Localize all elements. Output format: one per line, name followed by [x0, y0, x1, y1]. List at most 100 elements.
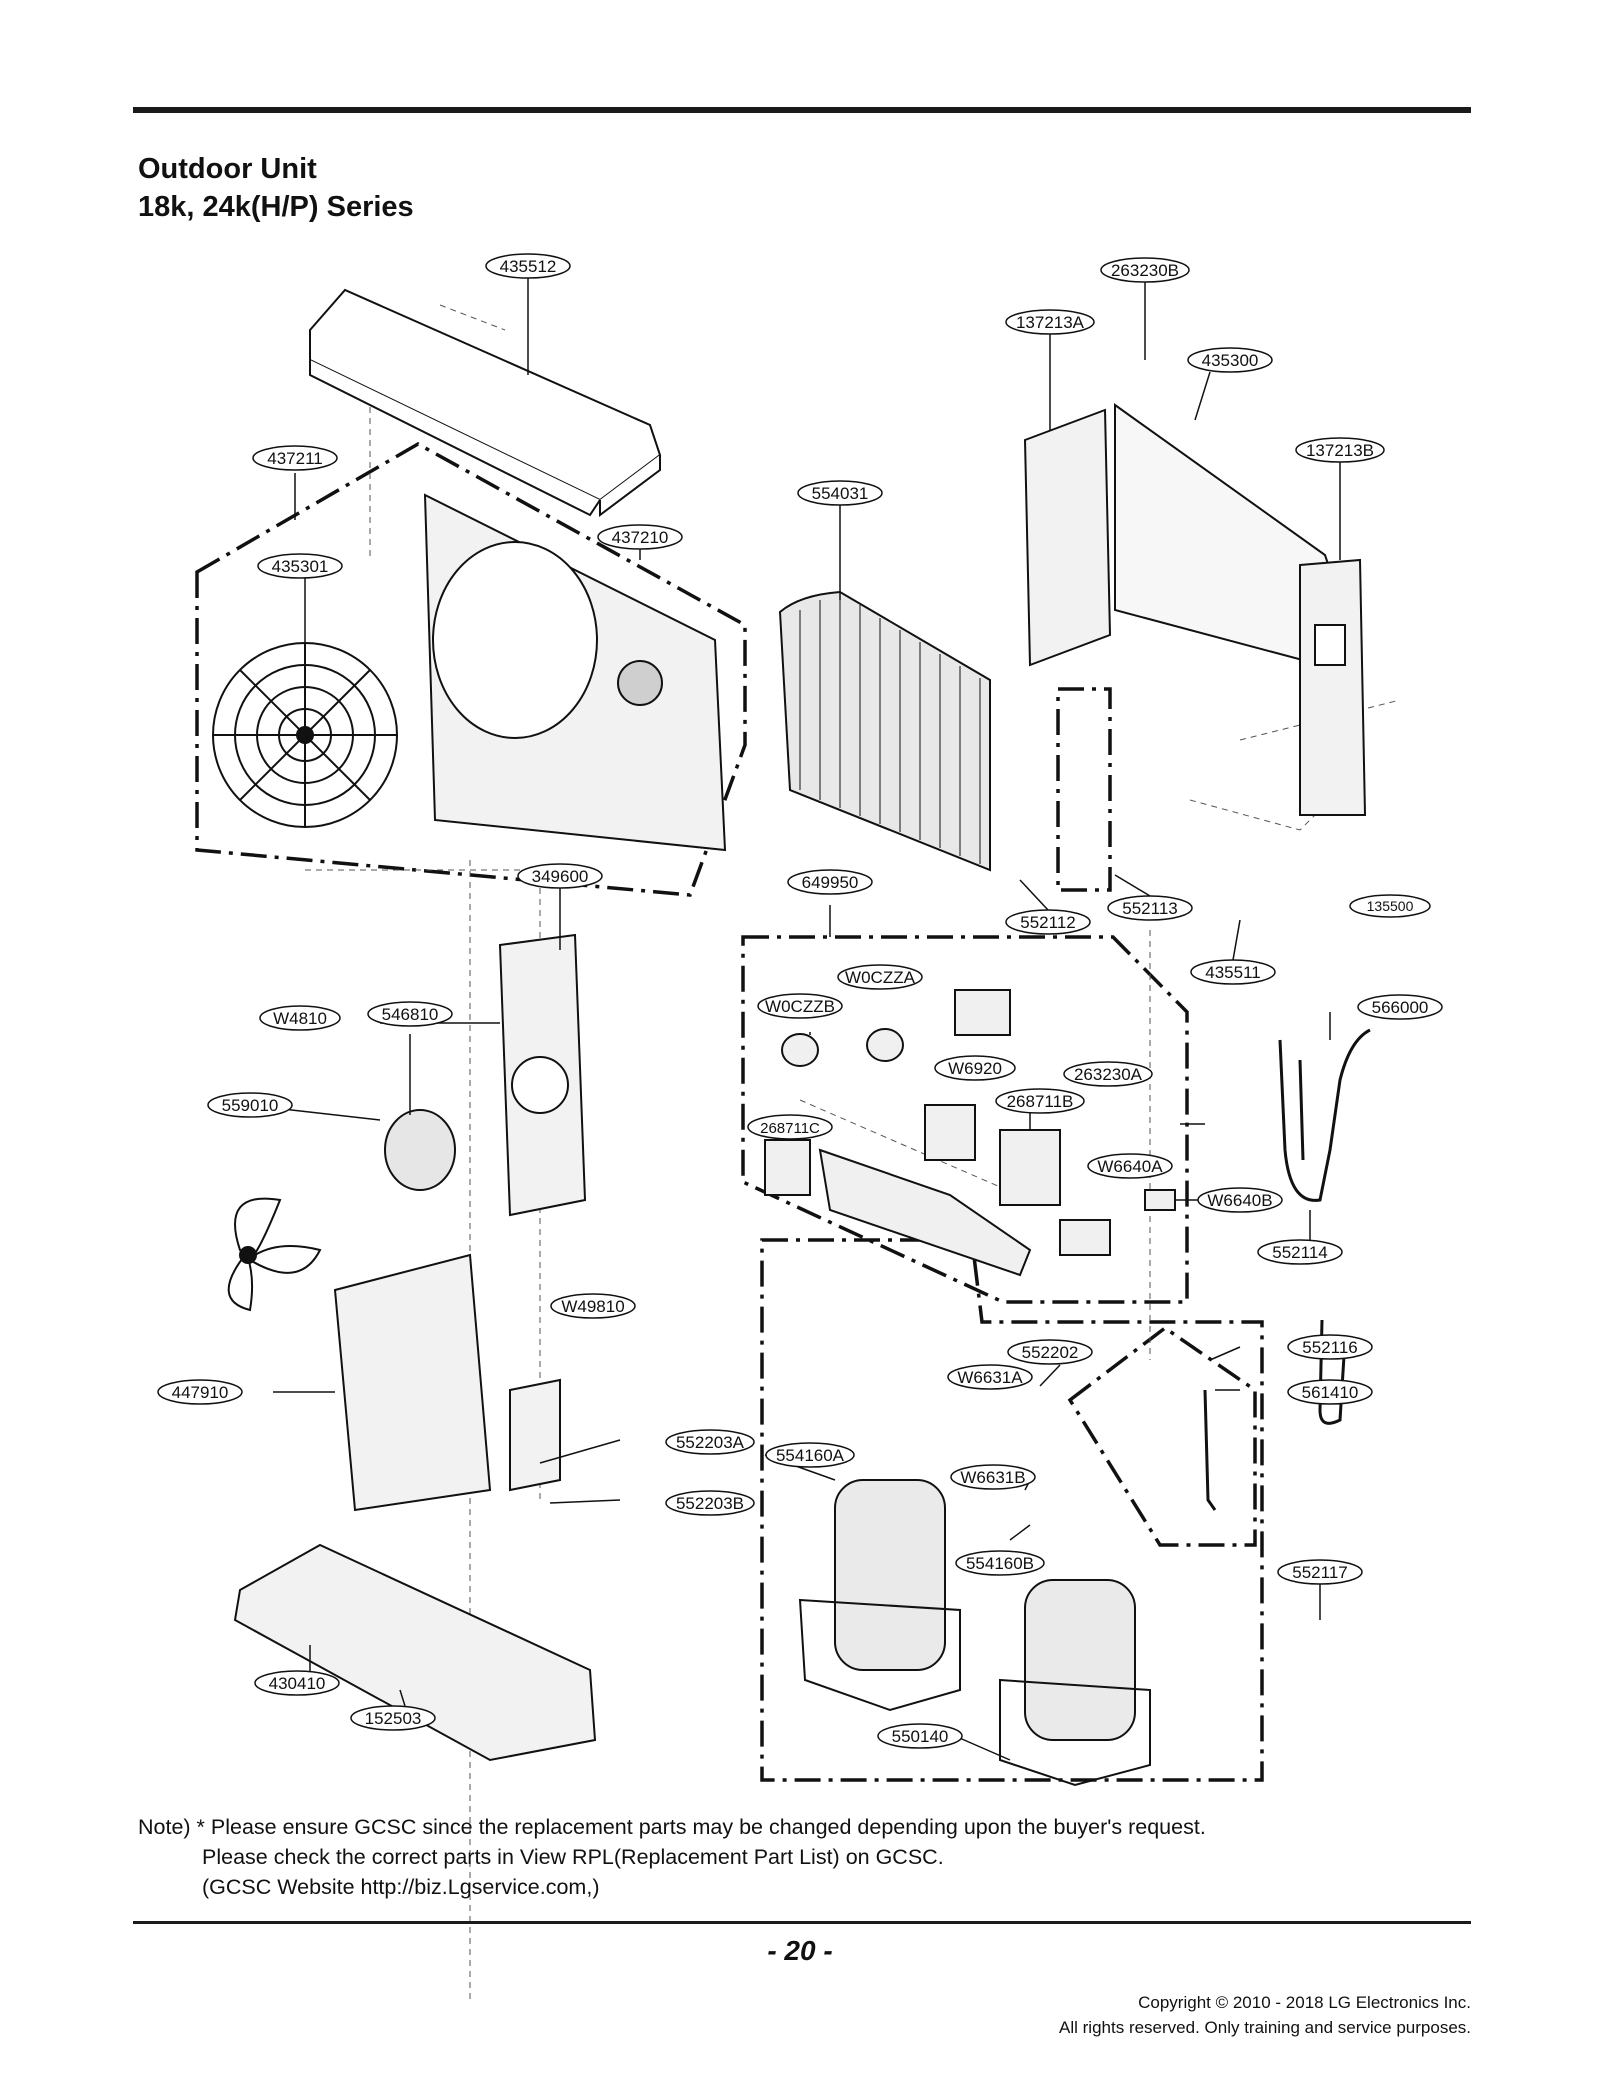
callout-554160A-text: 554160A: [776, 1446, 845, 1465]
callout-552117-text: 552117: [1292, 1563, 1347, 1582]
callout-W6640A-text: W6640A: [1097, 1157, 1163, 1176]
callout-137213B: 137213B: [1295, 437, 1385, 463]
callout-W6631A: W6631A: [947, 1364, 1033, 1390]
callout-649950-text: 649950: [802, 873, 859, 892]
callout-152503: 152503: [350, 1705, 436, 1731]
callout-552203A: 552203A: [665, 1429, 755, 1455]
callout-554160B-text: 554160B: [966, 1554, 1034, 1573]
callout-552116-text: 552116: [1302, 1338, 1357, 1357]
callout-552203B: 552203B: [665, 1490, 755, 1516]
copyright-line-1: Copyright © 2010 - 2018 LG Electronics I…: [1138, 1993, 1471, 2012]
callout-263230A: 263230A: [1063, 1061, 1153, 1087]
callout-447910-text: 447910: [172, 1383, 229, 1402]
callout-552202: 552202: [1007, 1339, 1093, 1365]
callout-552203A-text: 552203A: [676, 1433, 745, 1452]
top-rule: [133, 107, 1471, 113]
note-line-3: (GCSC Website http://biz.Lgservice.com,): [202, 1875, 600, 1899]
callout-263230B-text: 263230B: [1111, 261, 1179, 280]
callout-W0CZZA: W0CZZA: [837, 964, 923, 990]
callout-437211: 437211: [252, 445, 338, 471]
callout-W6640A: W6640A: [1087, 1153, 1173, 1179]
coupler-group-outline: [1067, 1325, 1257, 1547]
callout-435512: 435512: [485, 253, 571, 279]
callout-268711C-text: 268711C: [760, 1120, 820, 1137]
condenser-coil: [778, 590, 991, 872]
compressors: [798, 1479, 1151, 1787]
callout-W0CZZA-text: W0CZZA: [845, 968, 916, 987]
callout-268711C: 268711C: [747, 1114, 833, 1140]
motor-bracket: [498, 933, 587, 1217]
callout-W6920-text: W6920: [948, 1059, 1002, 1078]
callout-349600: 349600: [517, 863, 603, 889]
callout-550140-text: 550140: [892, 1727, 949, 1746]
callout-554031-text: 554031: [812, 484, 869, 503]
title-line-2: 18k, 24k(H/P) Series: [138, 191, 414, 223]
front-panel-group-outline: [195, 441, 747, 897]
callout-552112-text: 552112: [1020, 913, 1075, 932]
callout-263230A-text: 263230A: [1074, 1065, 1143, 1084]
callout-552203B-text: 552203B: [676, 1494, 744, 1513]
callout-W0CZZB-text: W0CZZB: [765, 997, 835, 1016]
replacement-note: Note) * Please ensure GCSC since the rep…: [138, 1812, 1206, 1902]
control-box-group-outline: [741, 935, 1189, 1304]
bottom-rule: [133, 1921, 1471, 1924]
base-pan-and-partition: [233, 1253, 597, 1762]
control-box-components: [764, 989, 1176, 1277]
callout-135500-text: 135500: [1367, 898, 1414, 914]
callout-552117: 552117: [1277, 1559, 1363, 1585]
page-title: Outdoor Unit 18k, 24k(H/P) Series: [138, 150, 414, 226]
callout-137213B-text: 137213B: [1306, 441, 1374, 460]
callout-435300-text: 435300: [1202, 351, 1259, 370]
front-grille: [212, 493, 727, 852]
callout-135500: 135500: [1349, 894, 1431, 918]
callout-W6631B-text: W6631B: [960, 1468, 1025, 1487]
callout-W4810: W4810: [259, 1005, 341, 1031]
fan-propeller-and-motor: [227, 1109, 456, 1312]
callout-550140: 550140: [877, 1723, 963, 1749]
callout-552116: 552116: [1287, 1334, 1373, 1360]
note-line-1: Note) * Please ensure GCSC since the rep…: [138, 1815, 1206, 1839]
callout-435511: 435511: [1190, 959, 1276, 985]
callout-447910: 447910: [157, 1379, 243, 1405]
callout-554160B: 554160B: [955, 1550, 1045, 1576]
callout-268711B: 268711B: [995, 1088, 1085, 1114]
copyright: Copyright © 2010 - 2018 LG Electronics I…: [900, 1990, 1471, 2040]
page-number: - 20 -: [767, 1935, 833, 1966]
note-line-2: Please check the correct parts in View R…: [202, 1845, 944, 1869]
callout-W6631A-text: W6631A: [957, 1368, 1023, 1387]
title-line-1: Outdoor Unit: [138, 153, 317, 185]
callout-152503-text: 152503: [365, 1709, 422, 1728]
callout-268711B-text: 268711B: [1007, 1092, 1074, 1111]
callout-649950: 649950: [787, 869, 873, 895]
top-cover-panel: [309, 288, 662, 517]
callout-137213A-text: 137213A: [1016, 313, 1085, 332]
callout-263230B: 263230B: [1100, 257, 1190, 283]
callout-546810-text: 546810: [382, 1005, 439, 1024]
callout-552202-text: 552202: [1022, 1343, 1079, 1362]
callout-437210: 437210: [597, 524, 683, 550]
callout-W6631B: W6631B: [950, 1464, 1036, 1490]
callout-435512-text: 435512: [500, 257, 557, 276]
callout-437210-text: 437210: [612, 528, 669, 547]
callout-566000: 566000: [1357, 994, 1443, 1020]
valve-tube-group-outline: [1056, 687, 1112, 892]
callout-554160A: 554160A: [765, 1442, 855, 1468]
part-callouts: 435512 263230B 137213A 435300 137213B 43…: [157, 253, 1443, 1749]
callout-559010: 559010: [207, 1092, 293, 1118]
callout-430410-text: 430410: [269, 1674, 326, 1693]
callout-137213A: 137213A: [1005, 309, 1095, 335]
callout-435301: 435301: [257, 553, 343, 579]
callout-430410: 430410: [254, 1670, 340, 1696]
callout-561410-text: 561410: [1302, 1383, 1359, 1402]
callout-552114-text: 552114: [1272, 1243, 1327, 1262]
callout-435301-text: 435301: [272, 557, 329, 576]
copyright-line-2: All rights reserved. Only training and s…: [1059, 2018, 1471, 2037]
rear-side-frame: [1023, 403, 1367, 816]
callout-546810: 546810: [367, 1001, 453, 1027]
callout-W6920: W6920: [934, 1055, 1016, 1081]
callout-W49810: W49810: [550, 1293, 636, 1319]
callout-561410: 561410: [1287, 1379, 1373, 1405]
callout-437211-text: 437211: [267, 449, 322, 468]
callout-552113-text: 552113: [1122, 899, 1177, 918]
